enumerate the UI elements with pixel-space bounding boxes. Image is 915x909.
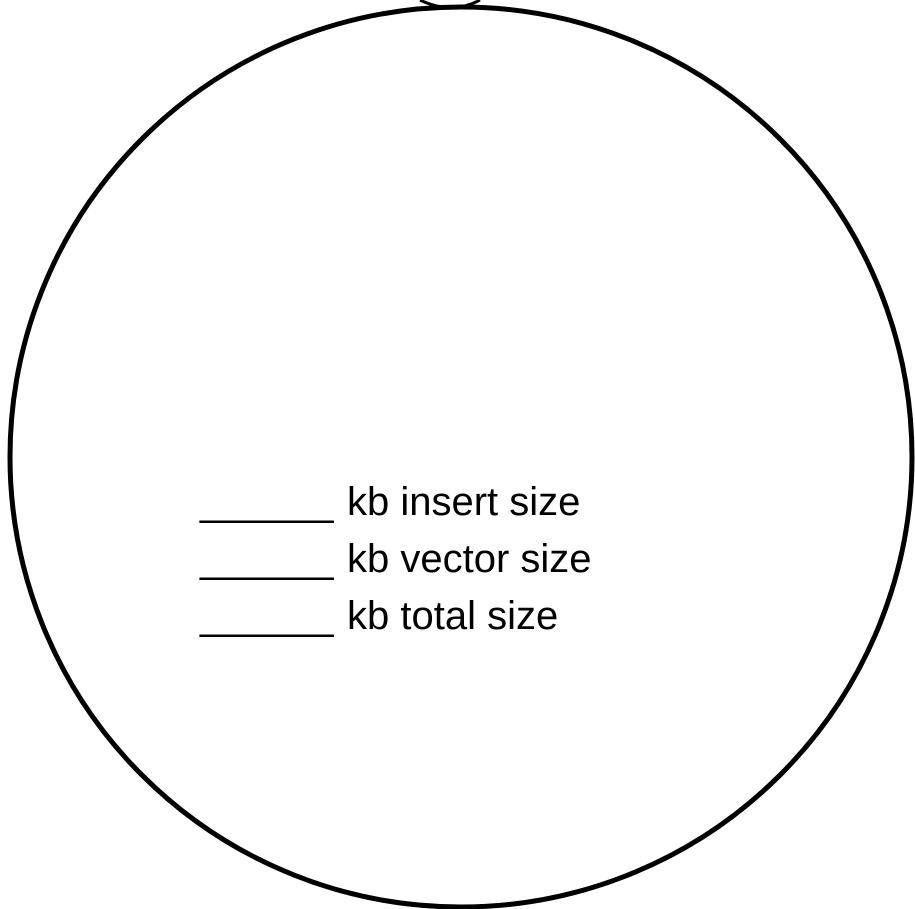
total-size-label: kb total size xyxy=(347,594,558,638)
size-lines: ______ kb insert size ______ kb vector s… xyxy=(199,480,592,638)
vector-size-blank: ______ xyxy=(199,537,334,581)
total-size-blank: ______ xyxy=(199,594,334,638)
insert-size-label: kb insert size xyxy=(347,480,580,524)
insert-size-blank: ______ xyxy=(199,480,334,524)
plasmid-circle xyxy=(7,4,915,909)
vector-size-label: kb vector size xyxy=(347,537,592,581)
